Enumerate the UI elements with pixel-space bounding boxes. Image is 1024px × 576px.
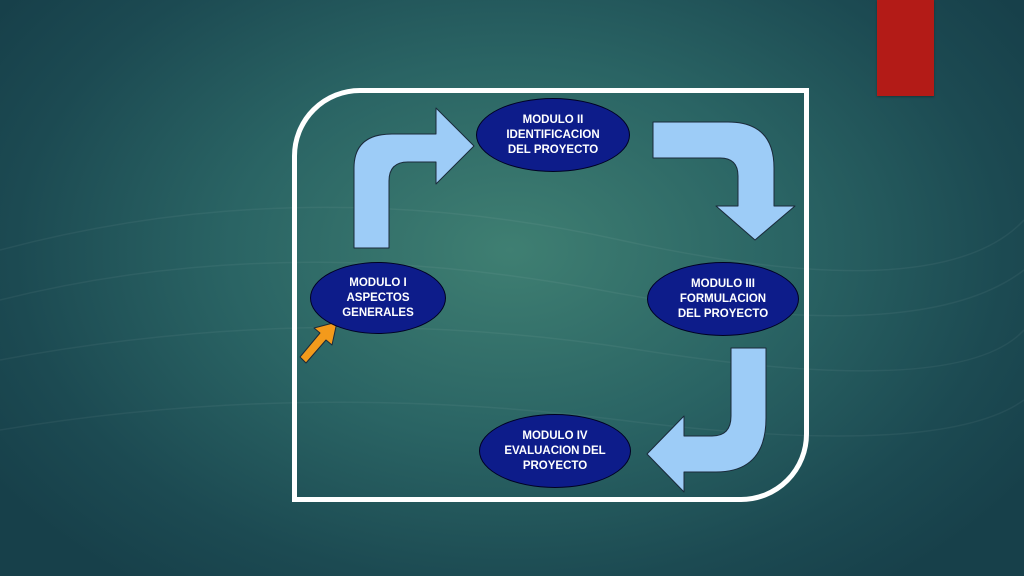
arrow-module-3-to-4 <box>646 347 767 493</box>
node-module-1-line-2: ASPECTOS <box>346 291 410 304</box>
node-module-4-line-3: PROYECTO <box>522 459 588 472</box>
pointer-arrow <box>299 321 338 364</box>
node-module-2: MODULO II IDENTIFICACION DEL PROYECTO <box>476 98 630 172</box>
node-module-2-line-2: IDENTIFICACION <box>506 128 600 141</box>
node-module-4: MODULO IV EVALUACION DEL PROYECTO <box>479 414 631 488</box>
node-module-4-line-1: MODULO IV <box>522 429 588 442</box>
node-module-3: MODULO III FORMULACION DEL PROYECTO <box>647 262 799 336</box>
accent-tab <box>877 0 934 96</box>
arrow-module-2-to-3 <box>652 121 796 241</box>
node-module-1-line-3: GENERALES <box>342 306 414 319</box>
node-module-4-line-2: EVALUACION DEL <box>504 444 606 457</box>
node-module-3-line-2: FORMULACION <box>679 292 767 305</box>
node-module-2-line-1: MODULO II <box>522 113 584 126</box>
node-module-2-line-3: DEL PROYECTO <box>507 143 599 156</box>
diagram-frame <box>292 88 809 502</box>
node-module-3-line-3: DEL PROYECTO <box>677 307 769 320</box>
node-module-3-line-1: MODULO III <box>691 277 755 290</box>
node-module-1-line-1: MODULO I <box>349 276 407 289</box>
arrow-module-1-to-2 <box>353 107 475 249</box>
node-module-1: MODULO I ASPECTOS GENERALES <box>310 262 446 334</box>
